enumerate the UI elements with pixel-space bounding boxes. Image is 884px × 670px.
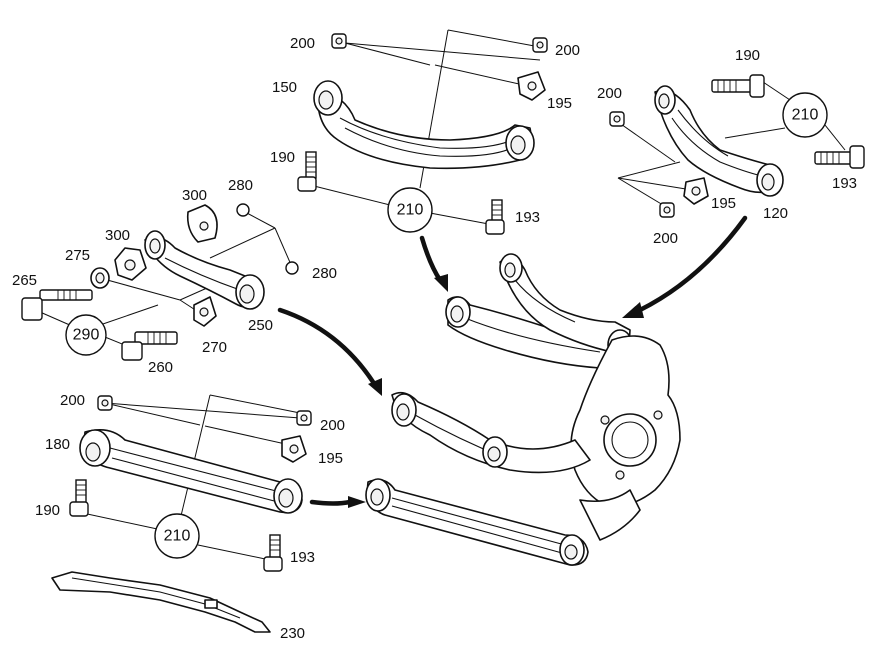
- label-200-e: 200: [60, 392, 85, 409]
- bolt-193-top-right: [814, 145, 865, 169]
- label-280-b: 280: [312, 265, 337, 282]
- label-275: 275: [65, 247, 90, 264]
- bolt-260: [121, 331, 178, 361]
- label-190-b: 190: [735, 47, 760, 64]
- label-190-c: 190: [35, 502, 60, 519]
- nut-200-lower-right: [296, 410, 312, 426]
- label-200-d: 200: [653, 230, 678, 247]
- assembled-rear-axle: [365, 253, 681, 566]
- label-265: 265: [12, 272, 37, 289]
- bolt-193-lower: [263, 534, 283, 572]
- label-300-a: 300: [182, 187, 207, 204]
- label-200-b: 200: [555, 42, 580, 59]
- callout-290-label: 290: [73, 327, 100, 344]
- control-arm-180: [79, 429, 303, 514]
- eccentric-plate-300-lower: [114, 247, 147, 281]
- bolt-265: [21, 289, 93, 321]
- washer-195-top-right: [683, 177, 709, 205]
- label-270: 270: [202, 339, 227, 356]
- nut-280-upper: [236, 203, 250, 217]
- label-150: 150: [272, 79, 297, 96]
- callout-290: 290: [65, 314, 107, 356]
- label-230: 230: [280, 625, 305, 642]
- label-260: 260: [148, 359, 173, 376]
- label-300-b: 300: [105, 227, 130, 244]
- bolt-190-top-right: [711, 74, 765, 98]
- washer-195-lower: [281, 435, 307, 463]
- eccentric-plate-300-upper: [186, 204, 218, 243]
- label-193-c: 193: [290, 549, 315, 566]
- bolt-190-lower: [69, 479, 89, 517]
- nut-200-top-right: [532, 37, 548, 53]
- label-180: 180: [45, 436, 70, 453]
- label-120: 120: [763, 205, 788, 222]
- label-195-a: 195: [547, 95, 572, 112]
- label-190-a: 190: [270, 149, 295, 166]
- leader-lines: [39, 29, 846, 561]
- label-195-c: 195: [318, 450, 343, 467]
- label-250: 250: [248, 317, 273, 334]
- upper-control-arm-120: [654, 85, 784, 197]
- upper-control-arm-150: [313, 80, 535, 170]
- callout-210-top: 210: [387, 187, 433, 233]
- nut-280-lower: [285, 261, 299, 275]
- callout-210-top-right: 210: [782, 92, 828, 138]
- nut-200-top-right-upper: [609, 111, 625, 127]
- callout-210-top-label: 210: [397, 202, 424, 219]
- label-195-b: 195: [711, 195, 736, 212]
- label-200-a: 200: [290, 35, 315, 52]
- nut-200-top-right-lower: [659, 202, 675, 218]
- label-193-b: 193: [832, 175, 857, 192]
- bolt-193-top: [485, 199, 505, 235]
- washer-195-top: [517, 71, 546, 101]
- callout-210-top-right-label: 210: [792, 107, 819, 124]
- label-200-c: 200: [597, 85, 622, 102]
- bolt-190-top: [297, 151, 317, 192]
- label-193-a: 193: [515, 209, 540, 226]
- label-200-f: 200: [320, 417, 345, 434]
- assembly-arrows: [277, 215, 748, 508]
- washer-270: [193, 296, 217, 327]
- control-arm-250: [144, 230, 265, 310]
- nut-200-lower-left: [97, 395, 113, 411]
- washer-275: [90, 267, 110, 289]
- part-labels: 200 200 195 150 190 193 190 200 193 195 …: [12, 35, 857, 642]
- callout-210-lower-label: 210: [164, 528, 191, 545]
- label-280-a: 280: [228, 177, 253, 194]
- callout-210-lower: 210: [154, 513, 200, 559]
- nut-200-top-left: [331, 33, 347, 49]
- underbody-cover-230: [51, 571, 271, 633]
